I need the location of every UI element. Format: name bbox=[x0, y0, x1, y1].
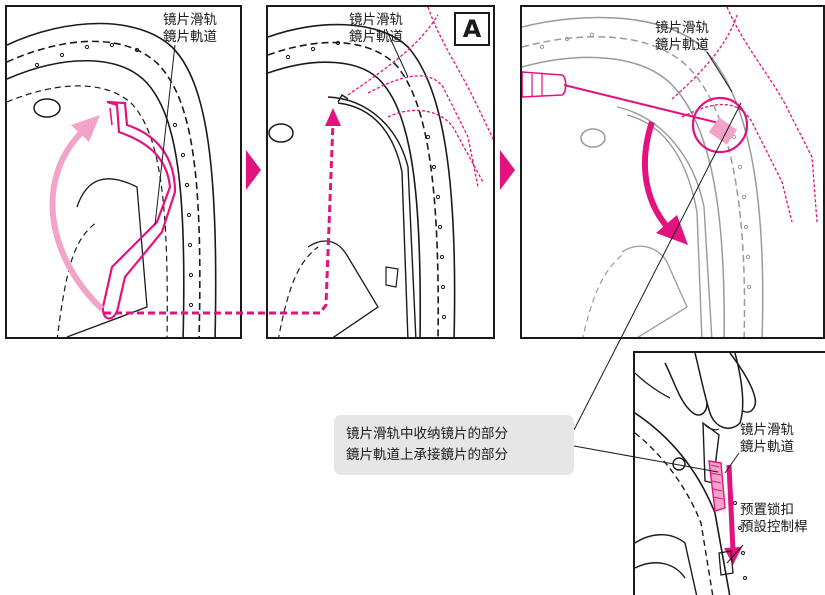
panel1-rail-label: 镜片滑轨 鏡片軌道 bbox=[163, 12, 217, 45]
helmet-illustration-step-1 bbox=[7, 22, 217, 337]
dashed-move-arrow bbox=[104, 121, 335, 315]
step-1-panel bbox=[5, 5, 242, 339]
detail-panel bbox=[633, 351, 825, 595]
step-3-panel bbox=[520, 5, 825, 339]
callout-line-2: 鏡片軌道上承接鏡片的部分 bbox=[346, 447, 508, 463]
callout-leader-line bbox=[573, 445, 719, 473]
lock-detail-illustration bbox=[635, 353, 757, 595]
detail-rail-label: 镜片滑轨 鏡片軌道 bbox=[740, 422, 794, 455]
helmet-illustration-step-2 bbox=[268, 7, 493, 337]
arrowhead-icon bbox=[325, 108, 341, 126]
callout-box: 镜片滑轨中收纳镜片的部分 鏡片軌道上承接鏡片的部分 bbox=[334, 415, 574, 475]
callout-line-1: 镜片滑轨中收纳镜片的部分 bbox=[346, 426, 508, 442]
step-2-panel bbox=[266, 5, 495, 339]
helmet-illustration-step-3 bbox=[522, 7, 818, 337]
next-step-arrow bbox=[246, 150, 261, 190]
preset-lever-label: 预置锁扣 預設控制桿 bbox=[740, 502, 808, 535]
step-a-badge: A bbox=[454, 12, 490, 46]
next-step-arrow bbox=[500, 150, 515, 190]
callout-leader-line bbox=[573, 102, 742, 431]
panel3-rail-label: 镜片滑轨 鏡片軌道 bbox=[655, 20, 709, 53]
panel2-rail-label: 镜片滑轨 鏡片軌道 bbox=[349, 12, 403, 45]
